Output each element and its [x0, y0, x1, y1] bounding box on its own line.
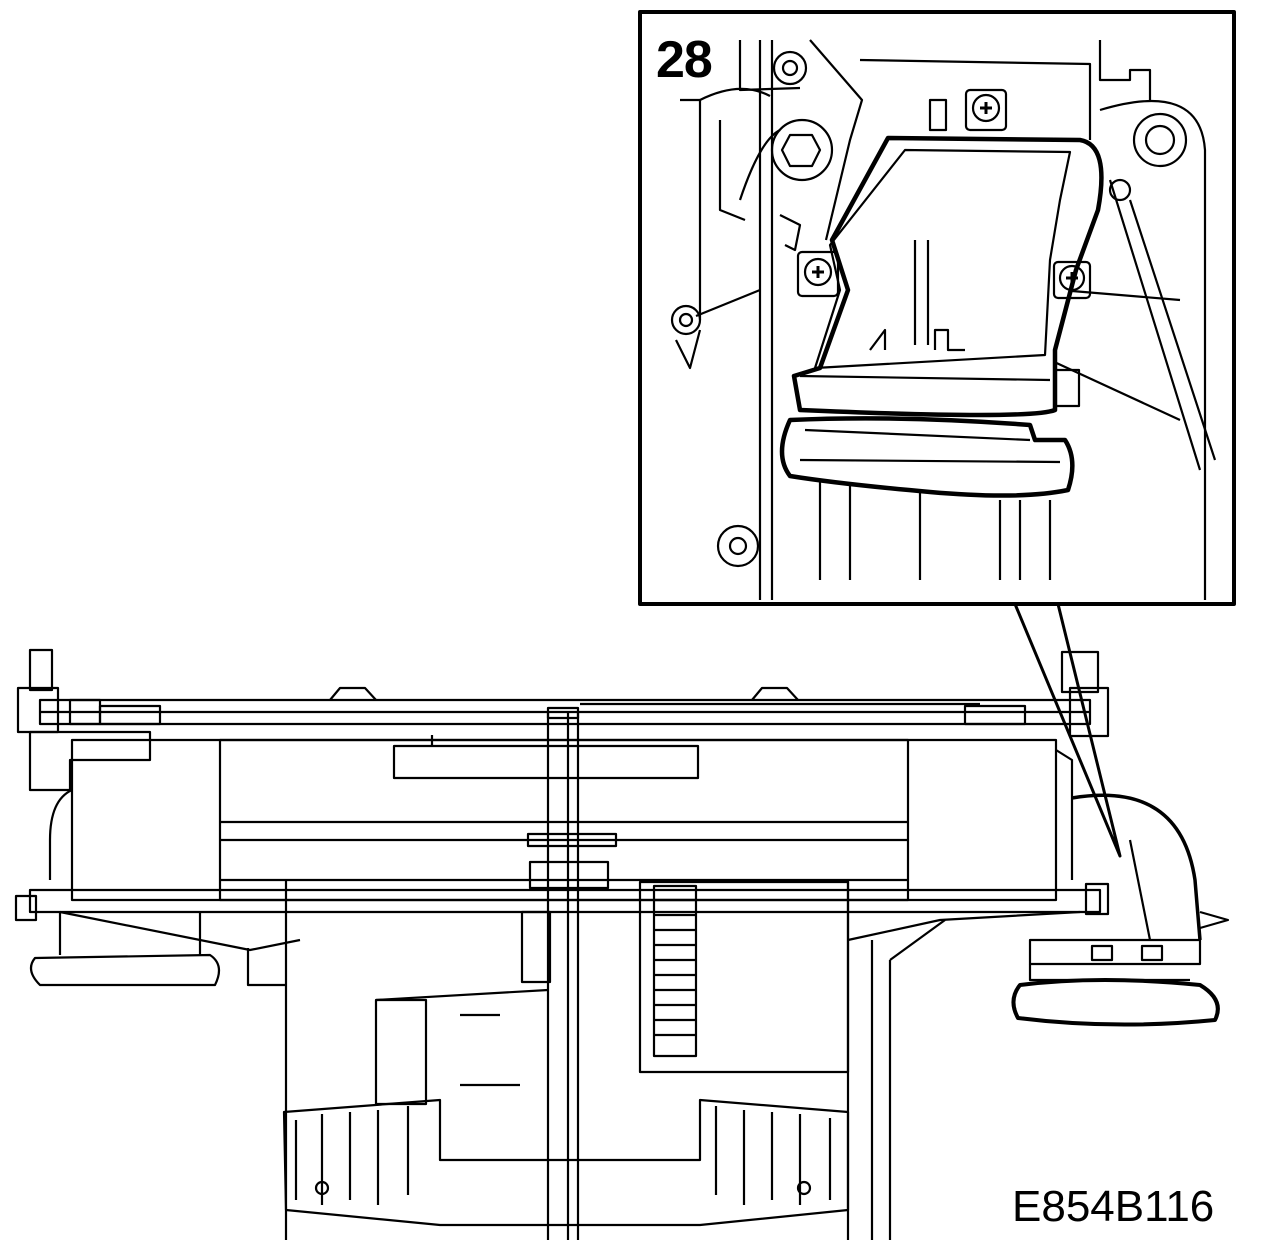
screw-left	[798, 252, 838, 296]
blower-motor-housing	[248, 880, 945, 1240]
vertical-rod	[528, 708, 616, 1240]
callout-frame	[640, 12, 1234, 604]
callout-pointer	[1015, 604, 1120, 856]
detail-callout	[640, 12, 1234, 604]
screw-top	[966, 90, 1006, 130]
figure-code: E854B116	[1012, 1182, 1215, 1231]
blower-housing-assembly	[16, 650, 1228, 1240]
step-number-label: 28	[656, 31, 713, 89]
screw-right	[1054, 262, 1090, 298]
base-flange	[30, 890, 1100, 912]
left-bracket	[30, 650, 52, 690]
bolt-head-left	[772, 120, 832, 180]
fan-guard	[284, 1100, 848, 1225]
air-duct-elbow	[1013, 795, 1228, 1024]
left-foot	[31, 955, 219, 985]
duct-elbow-seal	[1013, 980, 1217, 1025]
duct-adapter	[782, 90, 1101, 496]
right-bracket	[1062, 652, 1098, 692]
